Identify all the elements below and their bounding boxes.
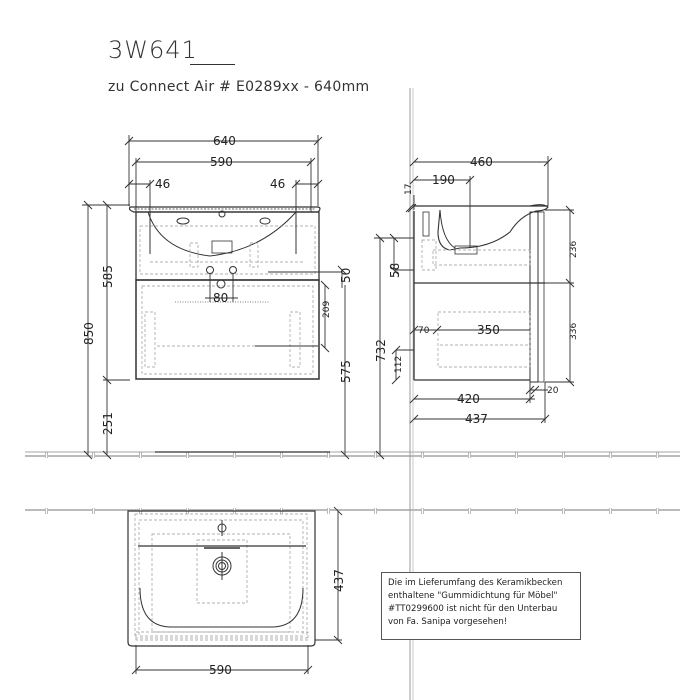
- dim-upper-offset: 58: [388, 263, 402, 278]
- wall-line-top-view: [25, 508, 680, 514]
- drawing-title: 3W641: [108, 36, 198, 64]
- top-dimension-lines: [131, 506, 343, 675]
- dim-left-inset: 70: [418, 326, 430, 336]
- installation-note: Die im Lieferumfang des Keramikbecken en…: [381, 572, 581, 640]
- front-view: [128, 206, 342, 380]
- dim-upper-drawer: 236: [569, 241, 579, 258]
- front-dimension-lines: [82, 135, 350, 460]
- dim-inner-width: 590: [210, 155, 233, 169]
- dim-bottom-offset: 112: [394, 356, 404, 373]
- dim-rim-thickness: 17: [404, 184, 414, 195]
- dim-top-depth: 437: [332, 569, 346, 592]
- title-underline: [190, 64, 235, 65]
- dim-total-height: 850: [82, 322, 96, 345]
- drawing-subtitle: zu Connect Air # E0289xx - 640mm: [108, 79, 370, 95]
- dim-overall-depth: 437: [465, 412, 488, 426]
- note-line: von Fa. Sanipa vorgesehen!: [388, 617, 508, 627]
- side-view: [413, 204, 549, 383]
- side-dimension-lines: [374, 156, 575, 460]
- dim-lower-drawer: 336: [569, 323, 579, 340]
- dim-cabinet-depth: 420: [457, 392, 480, 406]
- note-line: Die im Lieferumfang des Keramikbecken: [388, 578, 563, 588]
- dim-basin-depth: 460: [470, 155, 493, 169]
- dim-left-offset: 46: [155, 177, 170, 191]
- dim-drain-offset: 190: [432, 173, 455, 187]
- dim-front-thickness: 20: [547, 386, 559, 396]
- dim-top-width: 590: [209, 663, 232, 677]
- dim-cabinet-height: 585: [101, 265, 115, 288]
- dim-overall-width: 640: [213, 134, 236, 148]
- dim-drawer-depth: 350: [477, 323, 500, 337]
- dim-floor-clearance: 251: [101, 412, 115, 435]
- dim-drawer-inner: 209: [322, 301, 332, 318]
- dim-drain-spacing: 80: [213, 291, 228, 305]
- note-line: #TT0299600 ist nicht für den Unterbau: [388, 604, 558, 614]
- dim-siphon-gap: 50: [339, 268, 353, 283]
- note-line: enthaltene "Gummidichtung für Möbel": [388, 591, 558, 601]
- dim-right-offset: 46: [270, 177, 285, 191]
- top-view: [127, 510, 316, 647]
- dim-drawer-height: 575: [339, 360, 353, 383]
- floor-line: [25, 451, 680, 458]
- dim-side-total-height: 732: [374, 339, 388, 362]
